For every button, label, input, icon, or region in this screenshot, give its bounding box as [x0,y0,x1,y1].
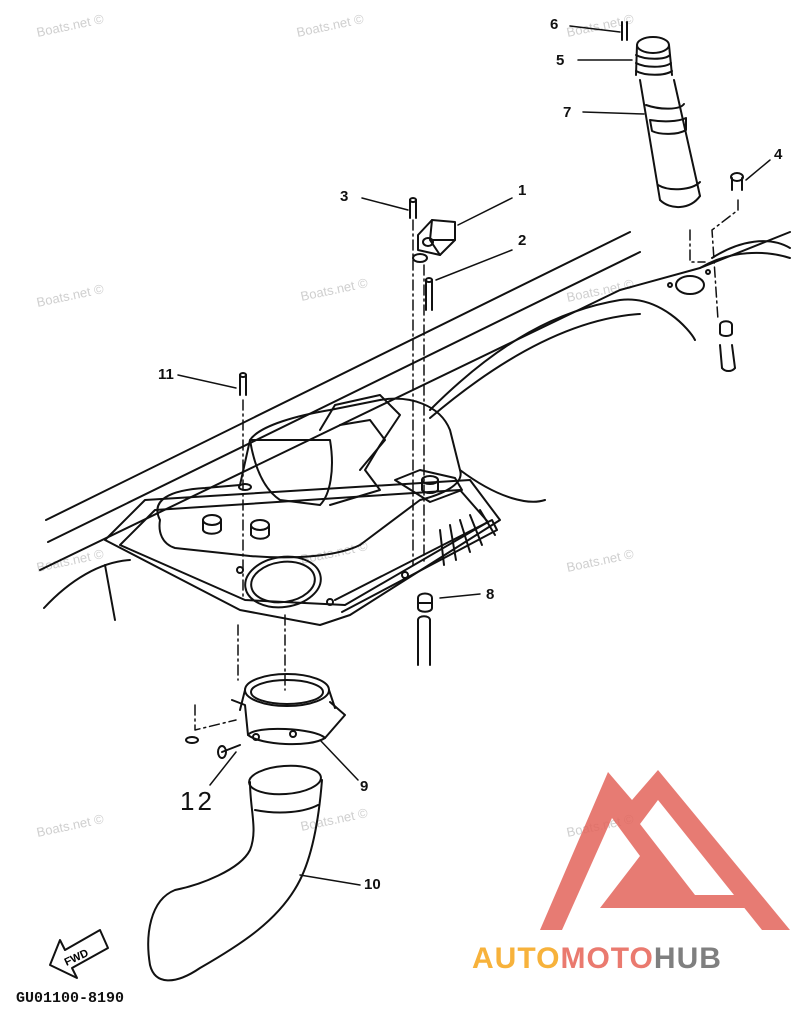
callout-7: 7 [563,104,572,121]
duct-hose-10 [147,764,361,982]
callout-5: 5 [556,52,565,69]
drawing-code: GU01100-8190 [16,990,125,1007]
callout-9: 9 [360,778,369,795]
logo-text-part1: AUTO [472,942,561,975]
automotohub-logo-text: AUTOMOTOHUB [472,942,722,976]
callout-8: 8 [486,586,495,603]
automotohub-logo-mark [540,770,790,930]
callout-12: 12 [180,786,215,816]
callout-2: 2 [518,232,527,249]
hull-deck-lines [39,231,791,621]
screw-12 [185,704,241,786]
base-plate [104,479,501,626]
callout-6: 6 [550,16,559,33]
callout-3: 3 [340,188,349,205]
filler-neck-assembly [569,21,711,295]
fwd-arrow-icon [49,929,109,979]
callout-1: 1 [518,182,527,199]
logo-text-part3: HUB [653,942,722,975]
callout-4: 4 [774,146,783,163]
callout-10: 10 [364,876,381,893]
grommet-8 [417,592,481,666]
logo-text-part2: MOTO [560,942,654,975]
bolt-11 [177,372,247,681]
bolt-4 [699,159,791,372]
air-box-housing [156,394,463,559]
duct-flange-9 [231,614,359,781]
bracket-assembly [361,197,513,566]
callout-11: 11 [158,366,174,383]
